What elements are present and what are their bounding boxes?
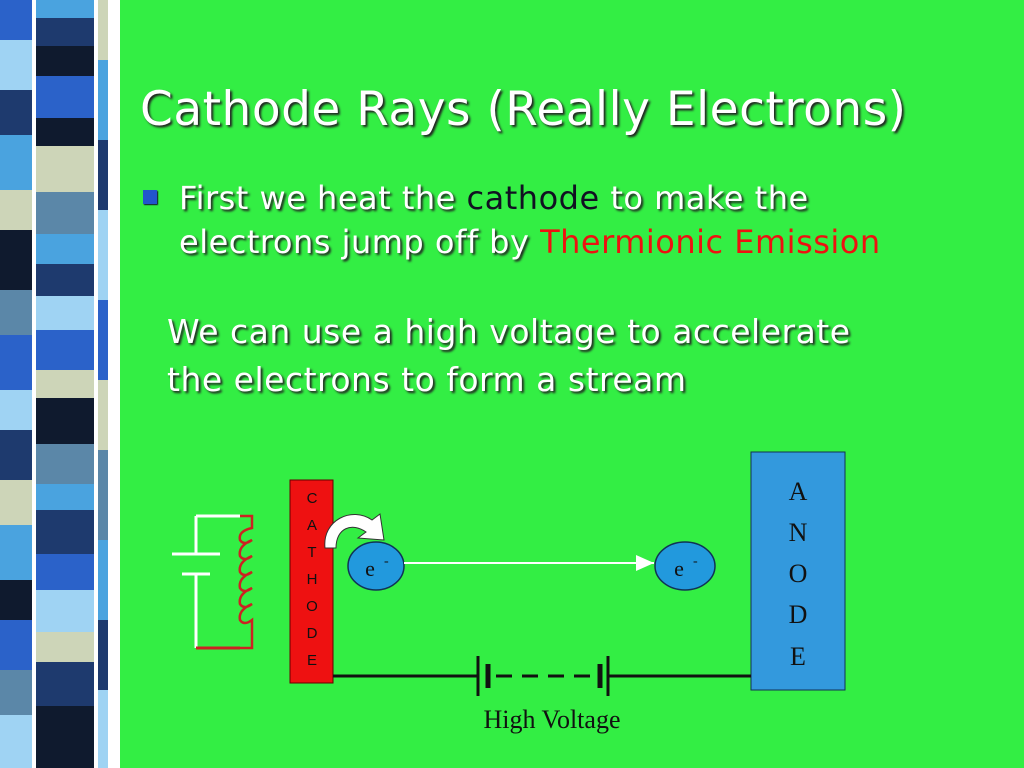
bullet-text-part1: First we heat the	[179, 179, 467, 217]
cathode-highlight: cathode	[466, 179, 600, 217]
bullet-square-icon	[143, 190, 157, 204]
anode-letter: D	[789, 600, 808, 629]
cathode-letter: A	[307, 517, 317, 534]
electron-left-symbol: e	[365, 556, 375, 581]
cathode-letter: H	[307, 571, 318, 588]
stripe-column-left	[0, 0, 32, 768]
electron-left-charge: -	[384, 554, 389, 569]
paragraph-line-2: the electrons to form a stream	[167, 360, 687, 399]
cathode-plate	[289, 479, 334, 684]
slide-title: Cathode Rays (Really Electrons)	[140, 82, 907, 137]
anode-letter: N	[789, 518, 808, 547]
anode-label: A N O D E	[789, 477, 808, 671]
bullet-text: First we heat the cathode to make the el…	[179, 176, 881, 264]
paragraph-line-1: We can use a high voltage to accelerate	[167, 312, 851, 351]
electron-right-symbol: e	[674, 556, 684, 581]
anode-letter: A	[789, 477, 808, 506]
electron-left: e -	[347, 541, 405, 591]
high-voltage-circuit	[333, 656, 751, 696]
decorative-stripe-band	[0, 0, 120, 768]
cathode-letter: E	[307, 652, 317, 669]
high-voltage-label: High Voltage	[484, 705, 621, 734]
electron-right-charge: -	[693, 554, 698, 569]
stripe-column-middle	[36, 0, 94, 768]
stripe-column-right	[98, 0, 108, 768]
anode-letter: E	[790, 642, 806, 671]
thermionic-emission-highlight: Thermionic Emission	[540, 223, 881, 261]
cathode-letter: C	[307, 490, 318, 507]
cathode-letter: O	[306, 598, 318, 615]
cathode-label: C A T H O D E	[306, 490, 318, 669]
heater-coil	[238, 514, 254, 650]
emission-curved-arrow	[324, 513, 385, 549]
electron-right: e -	[654, 541, 716, 591]
body-paragraph: We can use a high voltage to accelerate …	[167, 308, 967, 404]
bullet-text-part2: to make the	[599, 179, 809, 217]
cathode-letter: D	[307, 625, 318, 642]
anode-plate	[750, 451, 846, 691]
cathode-letter: T	[307, 544, 316, 561]
heater-battery-circuit	[172, 514, 240, 650]
anode-letter: O	[789, 559, 808, 588]
bullet-text-line2: electrons jump off by	[179, 223, 541, 261]
